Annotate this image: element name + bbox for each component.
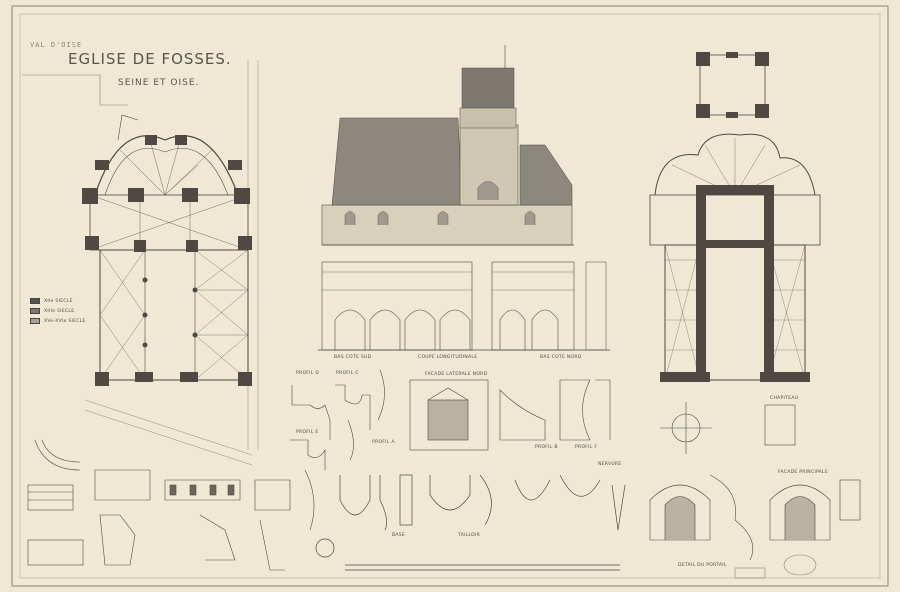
label-nervure: NERVURE (598, 462, 622, 467)
label-bas-cote-sud: BAS COTE SUD (334, 355, 372, 360)
page-title: EGLISE DE FOSSES. (68, 50, 232, 68)
bottom-mouldings (315, 474, 626, 571)
detail-profiles (290, 369, 796, 470)
legend-item: XVe-XVIe SIECLE (30, 318, 86, 324)
corner-stamp: VAL D'OISE (30, 41, 83, 49)
label-chapiteau: CHAPITEAU (770, 396, 799, 401)
label-coupe-longitudinale: COUPE LONGITUDINALE (418, 355, 478, 360)
south-elevation (321, 45, 574, 246)
legend-swatch-xv (30, 318, 40, 324)
legend-label: XIIe SIECLE (44, 298, 73, 304)
floor-plan-left-piers (82, 135, 252, 386)
bottom-left-details (27, 439, 315, 571)
label-profil-c: PROFIL C (336, 371, 359, 376)
label-profil-e: PROFIL E (296, 430, 319, 435)
label-profil-f: PROFIL F (575, 445, 598, 450)
floor-plan-right (649, 133, 821, 381)
label-facade-principale: FACADE PRINCIPALE (778, 470, 829, 475)
label-profil-d: PROFIL D (296, 371, 320, 376)
label-bas-cote-nord: BAS COTE NORD (540, 355, 582, 360)
longitudinal-section (318, 261, 610, 351)
page-subtitle: SEINE ET OISE. (118, 78, 200, 88)
tower-plan (696, 52, 769, 118)
label-base: BASE (392, 533, 406, 538)
label-detail-portail: DETAIL DU PORTAIL (678, 563, 727, 568)
label-profil-a: PROFIL A (372, 440, 395, 445)
legend-item: XIIIe SIECLE (30, 308, 74, 314)
label-profil-b: PROFIL B (535, 445, 558, 450)
bottom-right-details (649, 474, 861, 579)
legend-swatch-xii (30, 298, 40, 304)
legend-label: XIIIe SIECLE (44, 308, 75, 314)
floor-plan-right-walls (660, 185, 810, 382)
floor-plan-left (89, 114, 249, 381)
label-tailloir: TAILLOIR (458, 533, 481, 538)
legend-swatch-xiii (30, 308, 40, 314)
legend-label: XVe-XVIe SIECLE (44, 318, 86, 324)
label-facade-laterale-nord: FACADE LATERALE NORD (425, 372, 488, 377)
legend-item: XIIe SIECLE (30, 298, 73, 304)
